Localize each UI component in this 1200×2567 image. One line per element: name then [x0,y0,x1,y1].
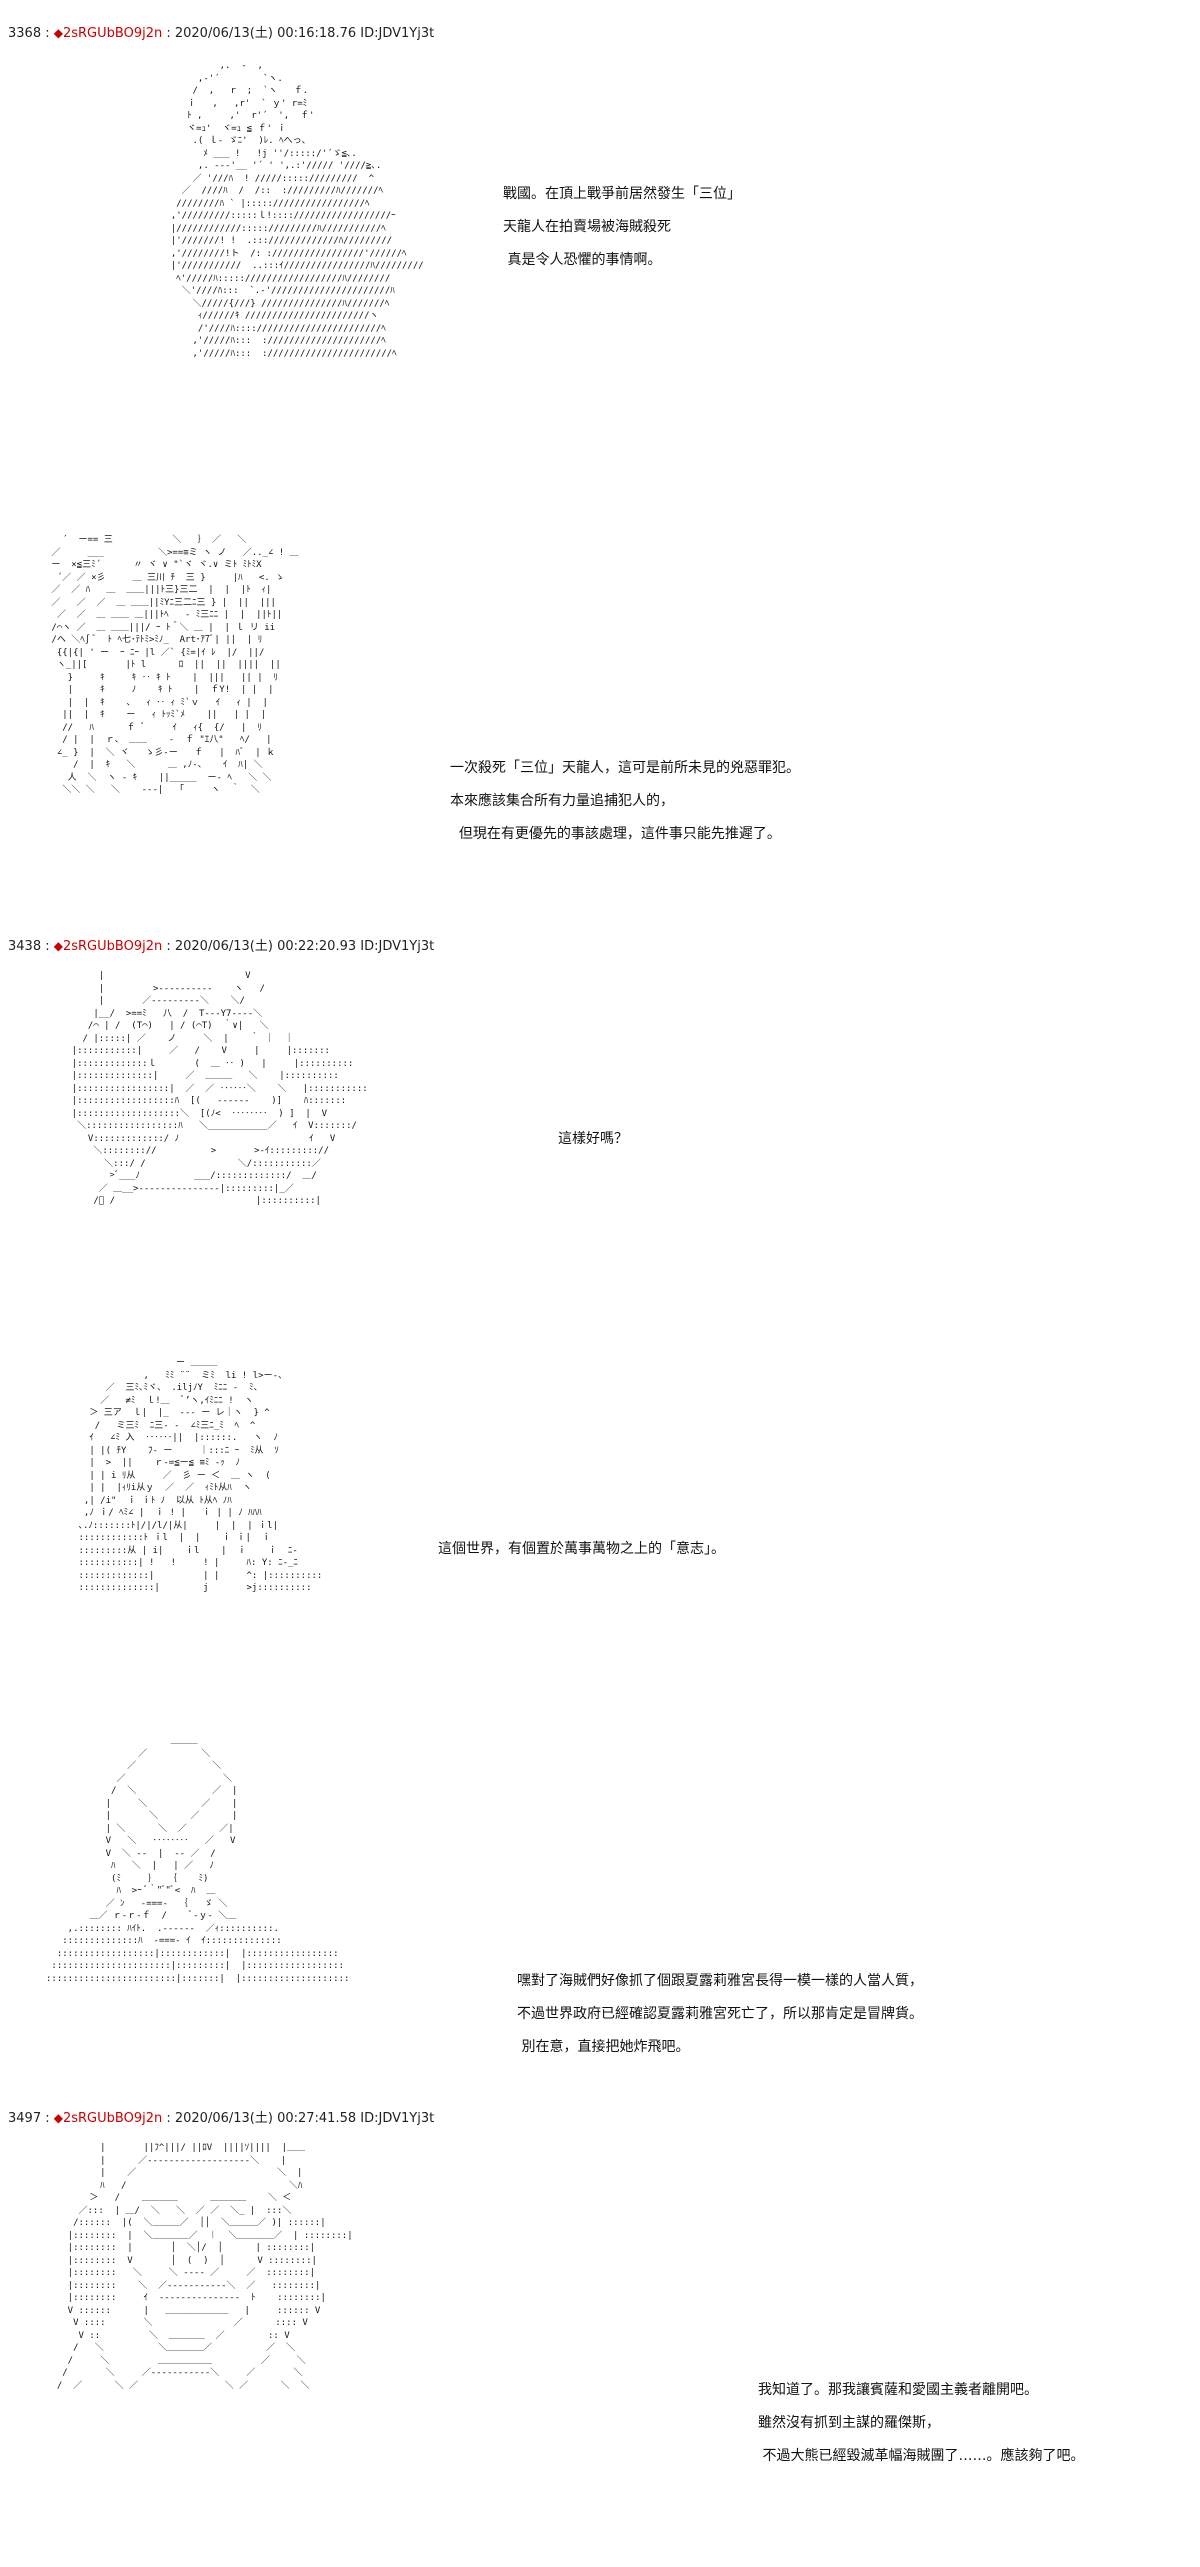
post-number[interactable]: 3497 [8,2111,42,2126]
dialog-line: 別在意，直接把她炸飛吧。 [517,2039,690,2055]
dialog-line: 一次殺死「三位」天龍人，這可是前所未見的兇惡罪犯。 [450,760,800,776]
dialog-line: 嘿對了海賊們好像抓了個跟夏露莉雅宮長得一模一樣的人當人質， [517,1973,923,1989]
post-meta: : 2020/06/13(土) 00:22:20.93 ID:JDV1Yj3t [162,939,435,954]
post-separator: : [41,2111,54,2126]
post-header-3368: 3368 : ◆2sRGUbBO9j2n : 2020/06/13(土) 00:… [8,22,434,41]
post-header-3438: 3438 : ◆2sRGUbBO9j2n : 2020/06/13(土) 00:… [8,935,434,954]
dialog-line: 不過世界政府已經確認夏露莉雅宮死亡了，所以那肯定是冒牌貨。 [517,2006,923,2022]
dialog-4: 這個世界，有個置於萬事萬物之上的「意志」。 [438,1533,725,1566]
post-tripcode: 2sRGUbBO9j2n [62,26,163,41]
post-number[interactable]: 3438 [8,939,42,954]
dialog-5: 嘿對了海賊們好像抓了個跟夏露莉雅宮長得一模一樣的人當人質， 不過世界政府已經確認… [517,1965,923,2064]
post-number[interactable]: 3368 [8,26,42,41]
post-header-3497: 3497 : ◆2sRGUbBO9j2n : 2020/06/13(土) 00:… [8,2107,434,2126]
dialog-line: 我知道了。那我讓賓薩和愛國主義者離開吧。 [758,2382,1038,2398]
dialog-1: 戰國。在頂上戰爭前居然發生「三位」 天龍人在拍賣場被海賊殺死 真是令人恐懼的事情… [503,178,741,277]
dialog-2: 一次殺死「三位」天龍人，這可是前所未見的兇惡罪犯。 本來應該集合所有力量追捕犯人… [450,752,800,851]
ascii-art-bald-man: ＿＿＿ ／ ＼ ／ ＼ ／ ＼ / ＼ ／ | | ＼ ／ | | ＼ ／ [46,1736,350,1984]
ascii-art-bearded-man: ー ＿＿＿ , ﾐﾐ ¨¨ ミﾐ li ! l>ー‐、 ／ 三ﾐ､ﾐヾ、 .il… [78,1358,323,1593]
dialog-line: 這個世界，有個置於萬事萬物之上的「意志」。 [438,1541,725,1557]
trip-diamond-icon: ◆ [53,939,63,953]
dialog-line: 雖然沒有抓到主謀的羅傑斯， [758,2415,940,2431]
trip-diamond-icon: ◆ [53,2111,63,2125]
post-separator: : [41,939,54,954]
post-meta: : 2020/06/13(土) 00:16:18.76 ID:JDV1Yj3t [162,26,435,41]
dialog-line: 本來應該集合所有力量追捕犯人的， [450,793,674,809]
post-meta: : 2020/06/13(土) 00:27:41.58 ID:JDV1Yj3t [162,2111,435,2126]
dialog-line: 不過大熊已經毀滅革幅海賊團了……。應該夠了吧。 [758,2448,1085,2464]
post-tripcode: 2sRGUbBO9j2n [62,2111,163,2126]
post-tripcode: 2sRGUbBO9j2n [62,939,163,954]
dialog-line: 但現在有更優先的事該處理，這件事只能先推遲了。 [450,826,781,842]
dialog-line: 這樣好嗎？ [558,1131,628,1147]
dialog-line: 戰國。在頂上戰爭前居然發生「三位」 [503,186,741,202]
dialog-6: 我知道了。那我讓賓薩和愛國主義者離開吧。 雖然沒有抓到主謀的羅傑斯， 不過大熊已… [758,2374,1084,2473]
ascii-art-mustache-face: | V | >‐‐‐‐‐‐‐‐‐‐ ヽ / | ／‐‐‐‐‐‐‐‐‐＼ ＼/ |… [71,971,368,1206]
post-separator: : [41,26,54,41]
dialog-3: 這樣好嗎？ [558,1123,628,1156]
ascii-art-elder: ,. - , ,-'´ `ヽ. / , r ; `ヽ ｆ. ｉ , ,r' ` … [170,61,424,359]
ascii-art-sunglasses-man: | ||ﾌ^|||/ ||ﾛV ||||ｿ|||| |＿＿ | ／‐‐‐‐‐‐‐… [56,2143,353,2391]
dialog-line: 真是令人恐懼的事情啊。 [503,252,662,268]
ascii-art-sengoku: ´ ー== 三 ＼ ｝ ／ ＼ ／ ___ ＼>==≡ミ ヽ ノ ／.._∠ !… [51,535,299,795]
trip-diamond-icon: ◆ [53,26,63,40]
dialog-line: 天龍人在拍賣場被海賊殺死 [503,219,671,235]
